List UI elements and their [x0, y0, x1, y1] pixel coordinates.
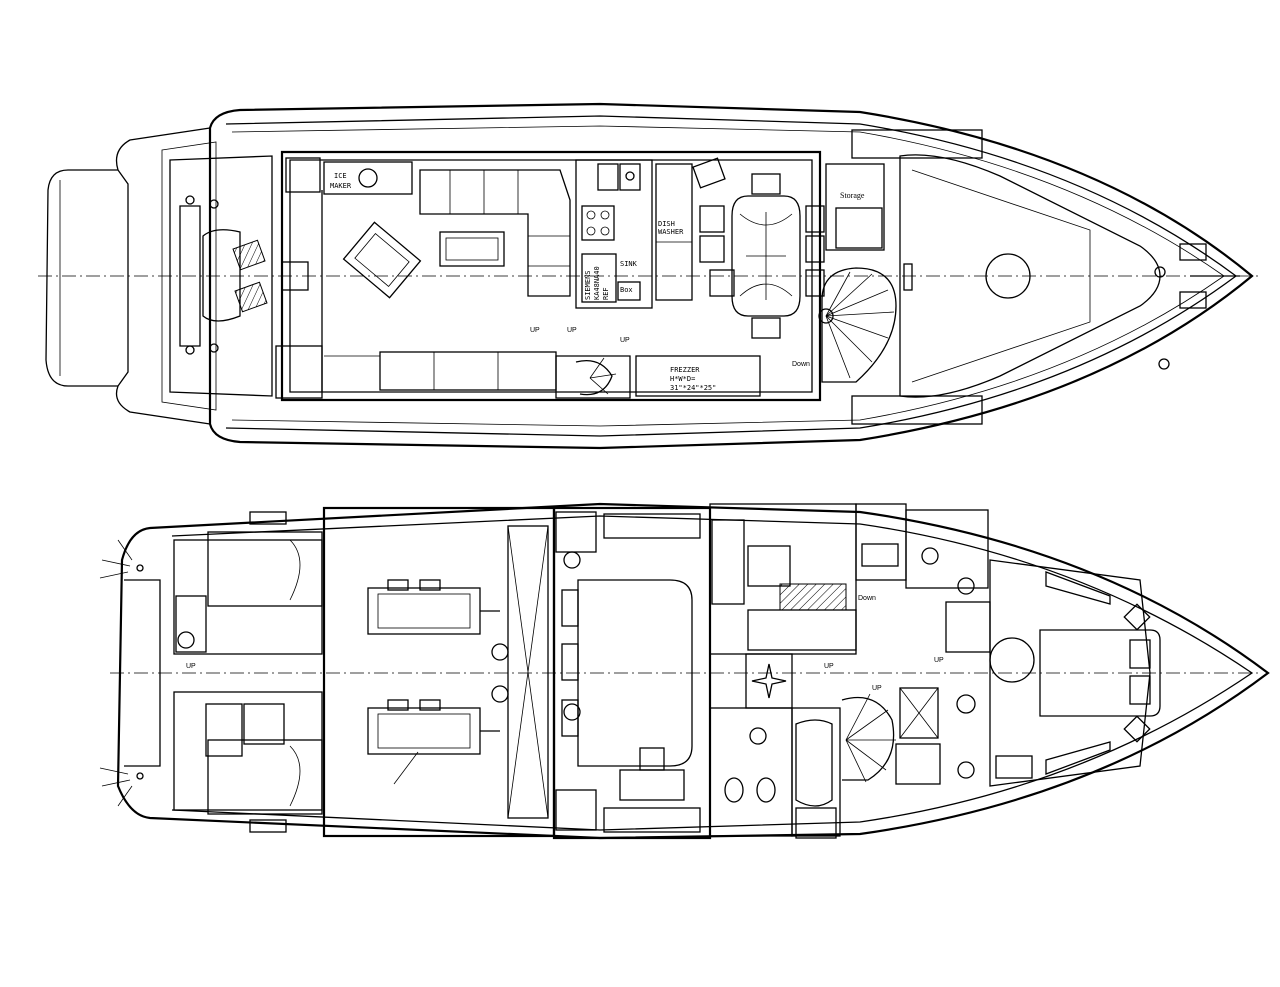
vip-cabin: [989, 559, 1161, 787]
dining-table: [731, 195, 801, 317]
guest-cabins: [709, 503, 1033, 839]
cooktop: [581, 205, 615, 241]
coffee-table: [439, 231, 505, 267]
foredeck: [899, 154, 1240, 398]
deck-chair-2: [234, 281, 268, 313]
compass-star: [751, 663, 787, 699]
engine-room: [322, 506, 556, 838]
spiral-staircase-upper: [818, 267, 897, 383]
engine-starboard: [367, 579, 509, 661]
fridge-label-1: SIEMENS: [584, 270, 592, 300]
swim-platform: [45, 169, 129, 387]
galley: [575, 157, 726, 309]
upper-hull-outline: [208, 102, 1254, 450]
armchair: [342, 221, 422, 299]
up-label-lower-stair: UP: [872, 685, 882, 692]
foredeck-hatch: [985, 253, 1031, 299]
dining-area: [699, 173, 825, 339]
master-bed: [577, 579, 693, 767]
ice-maker-label-1: ICE: [334, 172, 347, 180]
storage-label: Storage: [840, 191, 865, 200]
lower-deck-plan: [99, 502, 1270, 840]
down-label-lower: Down: [858, 595, 876, 602]
fridge-label-2: KA48NA40: [593, 266, 601, 300]
box-label: Box: [620, 286, 633, 294]
engine-port: [367, 685, 509, 755]
aft-cockpit: [161, 141, 309, 411]
up-label-lower-mid: UP: [824, 663, 834, 670]
transom-lights: [99, 539, 144, 807]
salon-sofa: [419, 169, 571, 297]
spiral-staircase-lower: [841, 693, 896, 783]
ice-maker-label-2: MAKER: [330, 182, 352, 190]
up-label-b: UP: [567, 327, 577, 334]
spiral-staircase-mid: [555, 355, 631, 399]
main-deck-labels: ICE MAKER Storage DISH WASHER SINK Box S…: [330, 172, 865, 392]
fuel-tank: [507, 525, 549, 819]
main-deck-plan: [38, 102, 1262, 450]
freezer-label-3: 31"*24"*25": [670, 384, 716, 392]
freezer-label-2: H*W*D=: [670, 375, 695, 383]
freezer-label-1: FREZZER: [670, 366, 700, 374]
master-cabin: [552, 506, 712, 840]
up-label-lower-aft: UP: [186, 663, 196, 670]
hatched-panel: [779, 583, 847, 611]
dishwasher-label-1: DISH: [658, 220, 675, 228]
deck-chair-1: [232, 239, 266, 271]
vip-bed: [1039, 629, 1161, 717]
sink-label: SINK: [620, 260, 638, 268]
fridge-label-3: REF: [602, 287, 610, 300]
up-label-c: UP: [620, 337, 630, 344]
lower-hull-outline: [116, 502, 1270, 840]
crew-quarters: [173, 511, 323, 833]
up-label-lower-fwd: UP: [934, 657, 944, 664]
up-label-a: UP: [530, 327, 540, 334]
dishwasher-label-2: WASHER: [658, 228, 684, 236]
lower-deck-labels: UP UP UP UP Down: [186, 595, 944, 692]
down-label-upper: Down: [792, 361, 810, 368]
